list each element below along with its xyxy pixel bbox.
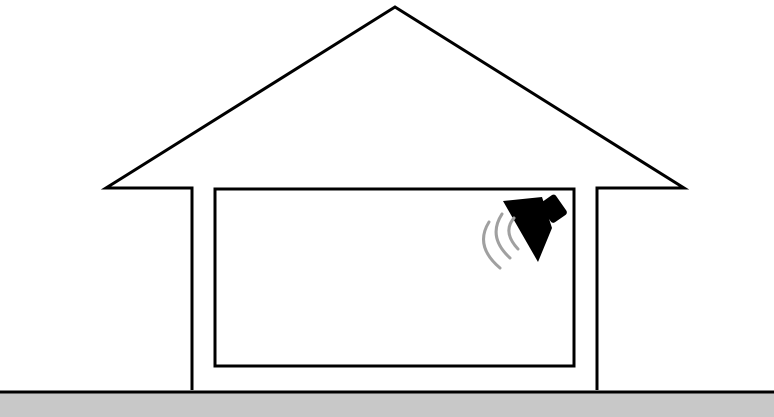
ground-strip [0,392,774,417]
sound-waves-icon [484,214,518,268]
house-outline [106,7,684,390]
speaker-icon [503,193,568,262]
sound-wave-2 [496,214,510,258]
